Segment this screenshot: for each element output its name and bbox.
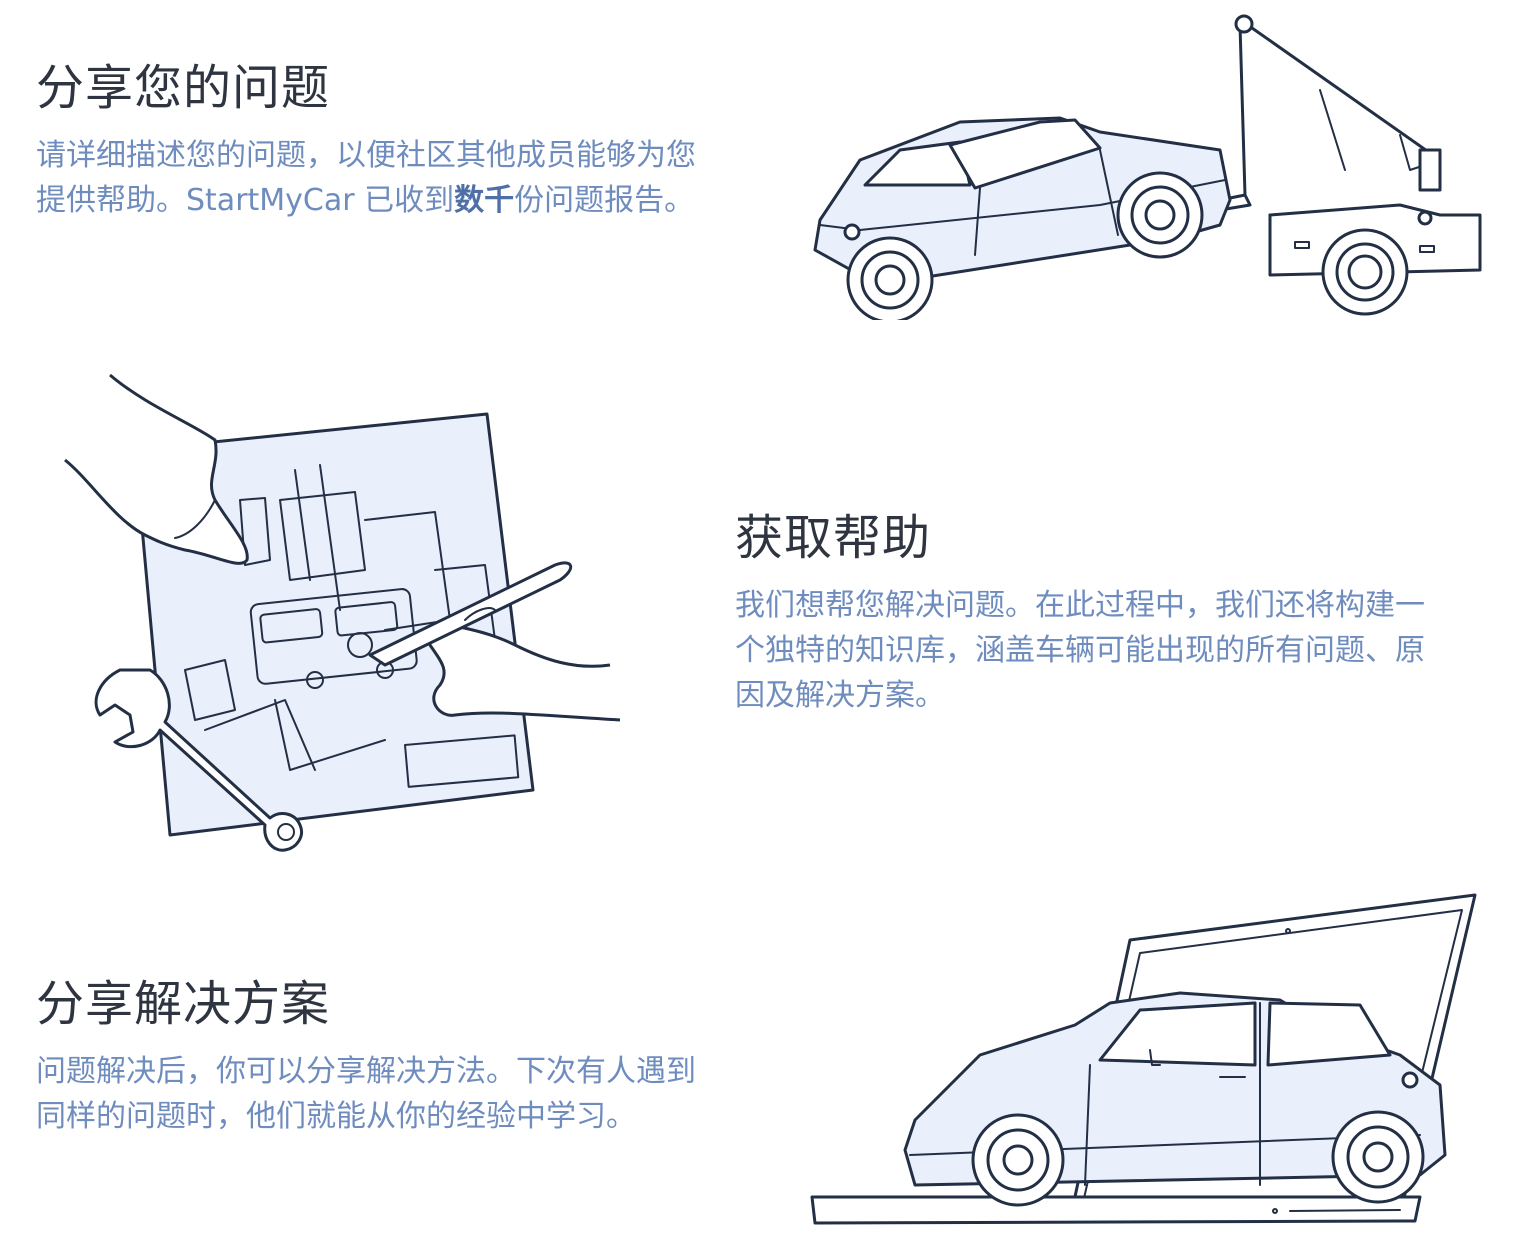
section-title: 分享解决方案 [36,976,331,1032]
section-get-help: 获取帮助 我们想帮您解决问题。在此过程中，我们还将构建一个独特的知识库，涵盖车辆… [735,512,1425,718]
highlight-count: 数千 [454,182,515,218]
blueprint-icon [55,370,635,860]
section-title: 分享您的问题 [36,60,331,116]
section-description: 请详细描述您的问题，以便社区其他成员能够为您提供帮助。StartMyCar 已收… [36,137,696,218]
section-description: 我们想帮您解决问题。在此过程中，我们还将构建一个独特的知识库，涵盖车辆可能出现的… [735,587,1425,713]
tow-truck-icon [800,10,1490,320]
laptop-car-icon [800,885,1490,1230]
section-share-problem: 分享您的问题 请详细描述您的问题，以便社区其他成员能够为您提供帮助。StartM… [36,62,716,223]
section-share-solution: 分享解决方案 问题解决后，你可以分享解决方法。下次有人遇到同样的问题时，他们就能… [36,978,716,1139]
section-title: 获取帮助 [735,510,932,566]
section-description: 问题解决后，你可以分享解决方法。下次有人遇到同样的问题时，他们就能从你的经验中学… [36,1053,696,1134]
